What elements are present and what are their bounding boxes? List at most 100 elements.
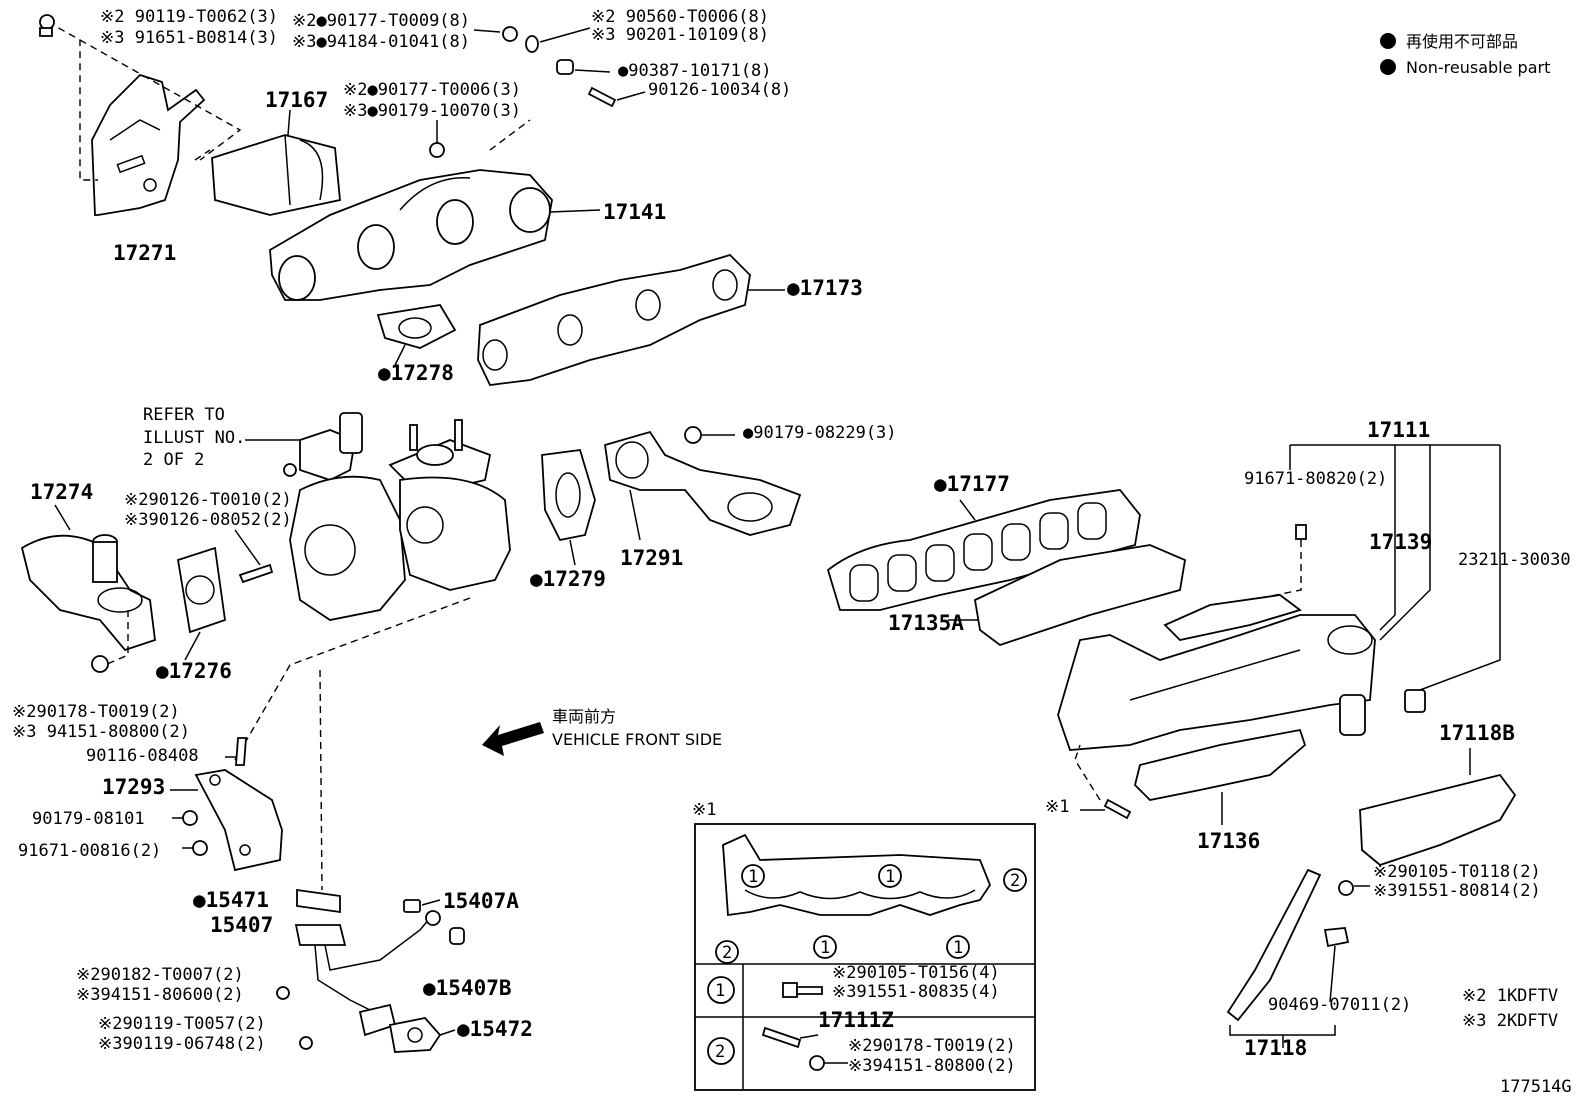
part-label: ●17177 [934,472,1010,496]
insulator-17118b [1359,748,1517,867]
insulator-17167 [194,109,341,216]
part-label: 17111Z [818,1008,894,1032]
gasket-17139 [1163,594,1302,641]
part-label: ●90387-10171(8) [618,61,772,81]
exhaust-pipe-17291 [603,430,802,541]
part-label: ●17173 [787,276,863,300]
part-label: ※2●90177-T0009(8) [292,11,470,31]
gasket-17173 [477,253,785,386]
part-label: 17135A [888,611,964,635]
part-label: 17111 [1367,418,1430,442]
inset-key-2-label: 2 [715,1042,725,1062]
nut-icon [276,986,290,1000]
vehicle-front-arrow-icon [482,722,544,756]
gasket-17276 [176,546,226,661]
svg-text:1: 1 [820,938,830,958]
part-label: ※394151-80600(2) [76,985,244,1005]
gasket-17278 [376,304,457,366]
part-label: REFER TO [143,405,225,425]
clamp-icon [1323,927,1350,948]
part-label: ※290105-T0156(4) [832,963,1000,983]
part-label: 91671-00816(2) [18,841,161,861]
part-label: 177514G [1500,1077,1572,1097]
part-label: 17136 [1197,829,1260,853]
legend: 再使用不可部品 Non-reusable part [1380,32,1550,77]
intake-manifold-17111 [1057,444,1501,751]
part-label: ※3 2KDFTV [1462,1011,1558,1031]
stud-icon [761,1026,819,1049]
part-label: 17274 [30,480,93,504]
legend-en: Non-reusable part [1406,58,1550,77]
legend-dot-icon [1380,59,1396,75]
part-label: ●17276 [156,659,232,683]
bolt-icon [403,899,441,913]
part-labels: ※2 90119-T0062(3)※3 91651-B0814(3) ※2●901… [12,7,1572,1097]
stud-icon [234,529,274,584]
insulator-17135a [948,544,1187,647]
insulator-17136 [1134,728,1307,825]
part-label: ※1 [1045,797,1069,817]
part-label: ※290182-T0007(2) [76,965,244,985]
part-label: 90469-07011(2) [1268,995,1411,1015]
inset-table: 1 1 1 1 2 2 1 2 [694,823,1036,1091]
bracket-17293 [170,769,283,872]
part-label: ※3 90201-10109(8) [591,25,769,45]
part-label: ※391551-80814(2) [1373,881,1541,901]
part-label: 車両前方 [552,707,616,726]
part-label: ※2●90177-T0006(3) [343,80,521,100]
part-label: VEHICLE FRONT SIDE [552,730,722,749]
bolt-icon [1199,524,1307,611]
part-label: ※290126-T0010(2) [124,490,292,510]
part-label: ※390119-06748(2) [98,1034,266,1054]
part-label: ●17279 [530,567,606,591]
part-label: ※2 90119-T0062(3) [100,7,278,27]
nut-icon [502,26,518,42]
exhaust-manifold-17141 [269,119,601,301]
part-label: 17139 [1369,530,1432,554]
part-label: 90116-08408 [86,746,199,766]
part-label: ILLUST NO. [143,428,245,448]
part-label: 15407 [210,913,273,937]
gasket-15472 [388,1017,456,1053]
part-label: ※3 91651-B0814(3) [100,28,278,48]
gasket-17177 [826,489,1141,611]
turbocharger [245,412,511,621]
bolt-icon [299,1036,313,1050]
part-label: 23211-30030 [1458,550,1571,570]
part-label: 15407A [443,889,519,913]
stay-17118 [1226,868,1370,1048]
nut-icon [556,59,574,75]
part-label: 17167 [265,88,328,112]
stud-icon [1074,744,1132,820]
part-label: 2 OF 2 [143,450,204,470]
part-label: 90179-08101 [32,809,145,829]
part-label: ※1 [692,800,716,820]
inset-key-1 [707,976,735,1004]
part-label: ※3●90179-10070(3) [343,101,521,121]
bolt-icon [782,982,823,998]
bolt-icon [1338,880,1354,896]
stud-icon [225,737,247,766]
gasket-17279 [541,449,596,566]
part-label: ●90179-08229(3) [743,423,897,443]
svg-text:1: 1 [885,867,895,887]
part-label: ※391551-80835(4) [832,982,1000,1002]
part-label: 17293 [102,775,165,799]
part-label: 91671-80820(2) [1244,469,1387,489]
part-label: ※290119-T0057(2) [98,1014,266,1034]
part-label: ※290178-T0019(2) [848,1036,1016,1056]
heat-shield-17271 [47,21,242,216]
part-label: ※3 94151-80800(2) [12,722,190,742]
bolt-icon [39,14,55,37]
svg-text:2: 2 [722,943,732,963]
part-label: 17141 [603,200,666,224]
part-label: ●15407B [423,976,512,1000]
washer-icon [525,35,539,53]
part-label: ※394151-80800(2) [848,1056,1016,1076]
part-label: 17118B [1439,721,1515,745]
egr-pipe-15407 [294,910,441,1037]
part-label: 17291 [620,546,683,570]
elbow-17274 [20,504,156,673]
svg-text:1: 1 [953,938,963,958]
